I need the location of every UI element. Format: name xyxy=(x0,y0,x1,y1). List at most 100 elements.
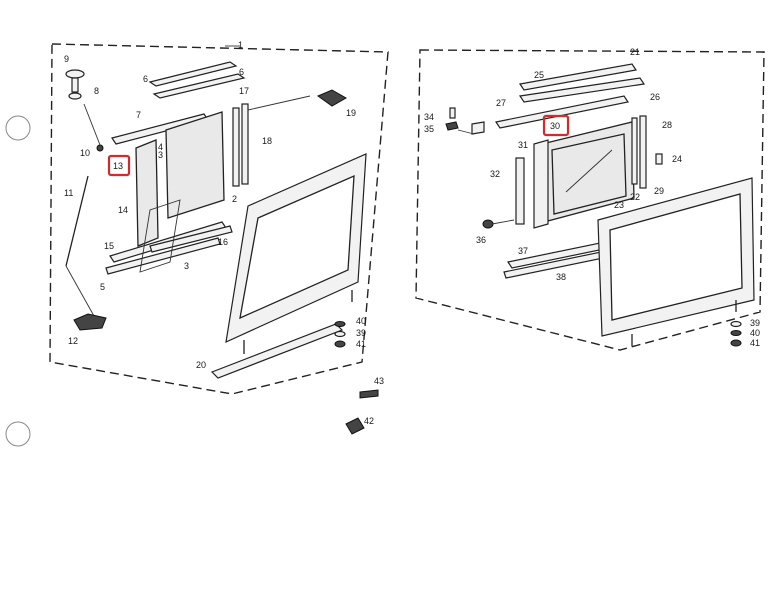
nut-40 xyxy=(334,321,346,327)
strip-25 xyxy=(518,63,638,91)
callout-15: 15 xyxy=(104,241,114,251)
top-strip-lower xyxy=(152,73,246,99)
clip-35-part xyxy=(445,121,459,131)
callout-39-right: 39 xyxy=(750,318,760,328)
callout-41-right: 41 xyxy=(750,338,760,348)
clip-35-wire xyxy=(457,129,475,135)
callout-17: 17 xyxy=(239,86,249,96)
highlight-box-30 xyxy=(542,114,570,137)
punch-hole-top xyxy=(5,115,31,141)
clip-35-bracket xyxy=(471,121,485,135)
left-door-frame-window xyxy=(239,174,355,320)
nut-39-right xyxy=(730,320,742,328)
right-title-number: 21 xyxy=(630,47,640,57)
callout-11: 11 xyxy=(64,188,73,198)
callout-35: 35 xyxy=(424,124,434,134)
strip-27 xyxy=(495,95,629,129)
callout-31: 31 xyxy=(518,140,528,150)
inner-glass-panel xyxy=(135,139,159,247)
vertical-strip-17b xyxy=(241,103,249,185)
callout-30: 30 xyxy=(550,121,560,131)
right-door-assembly: 21 25 27 26 34 35 30 28 31 24 32 22 29 2… xyxy=(415,47,765,351)
vertical-strip-29 xyxy=(631,117,638,185)
callout-41: 41 xyxy=(356,339,366,349)
rod-11-leader xyxy=(65,265,95,317)
clip-24 xyxy=(655,153,663,165)
washer-39 xyxy=(334,330,346,338)
callout-27: 27 xyxy=(496,98,506,108)
callout-9: 9 xyxy=(64,54,69,64)
vertical-strip-17a xyxy=(232,107,240,187)
callout-34: 34 xyxy=(424,112,434,122)
screw-19-leader xyxy=(247,95,311,111)
right-door-frame-window xyxy=(609,193,743,321)
callout-8: 8 xyxy=(94,86,99,96)
callout-6b: 6 xyxy=(239,67,244,77)
part-36 xyxy=(482,219,494,229)
callout-5: 5 xyxy=(100,282,105,292)
callout-14: 14 xyxy=(118,205,128,215)
callout-20: 20 xyxy=(196,360,206,370)
callout-7: 7 xyxy=(136,110,141,120)
callout-19: 19 xyxy=(346,108,356,118)
callout-37: 37 xyxy=(518,246,528,256)
rod-11-part xyxy=(65,175,89,267)
callout-3a: 3 xyxy=(158,150,163,160)
highlight-box-13 xyxy=(107,154,131,177)
callout-12: 12 xyxy=(68,336,78,346)
callout-13: 13 xyxy=(113,161,123,171)
nut-41 xyxy=(334,340,346,348)
callout-16: 16 xyxy=(218,237,228,247)
washer-40-right xyxy=(730,330,742,336)
callout-36: 36 xyxy=(476,235,486,245)
callout-28: 28 xyxy=(662,120,672,130)
bottom-strip-20 xyxy=(210,323,344,379)
pin-leader xyxy=(83,103,101,146)
callout-23: 23 xyxy=(614,200,624,210)
pin-10-part xyxy=(96,144,104,152)
callout-18: 18 xyxy=(262,136,272,146)
callout-42: 42 xyxy=(364,416,374,426)
part-42 xyxy=(345,417,365,435)
callout-40: 40 xyxy=(356,316,366,326)
callout-6a: 6 xyxy=(143,74,148,84)
screw-head-part xyxy=(68,92,82,100)
screw-19-part xyxy=(316,89,348,107)
callout-2: 2 xyxy=(232,194,237,204)
hinge-12-part xyxy=(73,313,107,331)
callout-25: 25 xyxy=(534,70,544,80)
part-43 xyxy=(359,389,379,399)
left-door-assembly: 1 9 8 6 6 7 17 18 19 10 4 3 13 11 14 2 1… xyxy=(49,40,389,435)
panel-32 xyxy=(515,157,525,225)
callout-10: 10 xyxy=(80,148,90,158)
callout-3b: 3 xyxy=(184,261,189,271)
part-36-wire xyxy=(491,219,515,225)
callout-4: 4 xyxy=(158,142,163,152)
screw-part xyxy=(71,77,79,93)
left-enclosure xyxy=(49,43,389,395)
vertical-strip-28 xyxy=(639,115,647,189)
top-strip-upper xyxy=(148,61,238,87)
rail-16 xyxy=(149,225,233,253)
callout-39: 39 xyxy=(356,328,366,338)
knob-part xyxy=(65,69,85,79)
nut-41-right xyxy=(730,339,742,347)
strip-26 xyxy=(518,77,646,103)
glass-reflection xyxy=(565,149,613,193)
left-title-number: 1 xyxy=(238,40,243,50)
callout-32: 32 xyxy=(490,169,500,179)
callout-29: 29 xyxy=(654,186,664,196)
right-enclosure xyxy=(415,49,765,351)
callout-38: 38 xyxy=(556,272,566,282)
callout-24: 24 xyxy=(672,154,682,164)
rail-5 xyxy=(105,237,221,275)
bracket-3 xyxy=(139,199,181,273)
screw-34-part xyxy=(449,107,456,119)
callout-22: 22 xyxy=(630,192,640,202)
panel-31 xyxy=(533,139,549,229)
callout-43: 43 xyxy=(374,376,384,386)
glass-pane-2 xyxy=(165,111,225,219)
callout-26: 26 xyxy=(650,92,660,102)
callout-40-right: 40 xyxy=(750,328,760,338)
